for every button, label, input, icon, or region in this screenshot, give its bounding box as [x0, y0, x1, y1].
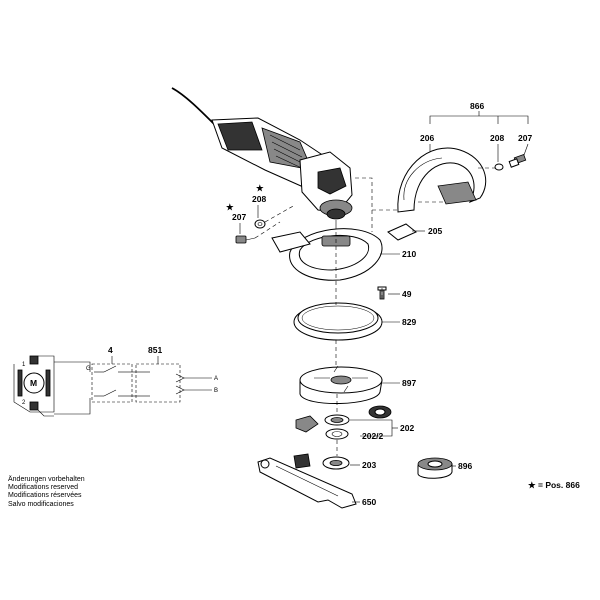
power-cord	[171, 87, 216, 126]
label-829: 829	[402, 317, 416, 327]
label-851: 851	[148, 345, 162, 355]
note-fr: Modifications réservées	[8, 492, 82, 500]
clamping-nut-203	[293, 453, 350, 470]
label-206: 206	[420, 133, 434, 143]
note-es: Salvo modificaciones	[8, 500, 74, 508]
label-203: 203	[362, 460, 376, 470]
auxiliary-handle	[397, 147, 487, 213]
star-icon: ★	[528, 480, 536, 490]
leader-lines	[239, 111, 529, 503]
flange-parts	[295, 405, 392, 440]
label-207-left: 207	[232, 212, 246, 222]
label-205: 205	[428, 226, 442, 236]
star-icon: ★	[226, 202, 235, 212]
wiring-schematic: M 1 2 G	[13, 345, 218, 417]
svg-text:2: 2	[22, 400, 26, 406]
label-208-left: 208	[252, 194, 266, 204]
assembly-lines	[254, 167, 495, 456]
label-plate	[387, 223, 417, 241]
spanner-650	[257, 457, 357, 509]
svg-text:1: 1	[22, 362, 26, 368]
motor-symbol	[23, 372, 45, 394]
terminal-g-label: G	[86, 366, 91, 372]
star-icon: ★	[256, 183, 265, 193]
star-markers: ★ ★	[226, 183, 265, 212]
grinder-body	[211, 117, 353, 232]
top-screw-set	[494, 153, 527, 171]
label-866: 866	[470, 101, 484, 111]
part-number-labels: 866 206 208 207 208 207 205 210 49 829 8…	[232, 101, 532, 507]
modification-notes: Änderungen vorbehalten Modifications res…	[8, 476, 85, 509]
nut-896	[417, 457, 453, 479]
legend-text: = Pos. 866	[538, 480, 580, 490]
motor-label: M	[30, 378, 37, 388]
label-202: 202	[400, 423, 414, 433]
protective-guard	[271, 228, 383, 281]
label-210: 210	[402, 249, 416, 259]
terminal-a-label: A	[214, 376, 218, 382]
note-en: Modifications reserved	[8, 484, 79, 492]
label-4: 4	[108, 345, 113, 355]
label-208-top: 208	[490, 133, 504, 143]
backing-pad-897	[299, 365, 383, 405]
label-202-2: 202/2	[362, 431, 384, 441]
label-896: 896	[458, 461, 472, 471]
left-screw-set	[235, 219, 266, 244]
note-de: Änderungen vorbehalten	[8, 476, 85, 483]
label-207-top: 207	[518, 133, 532, 143]
label-650: 650	[362, 497, 376, 507]
label-897: 897	[402, 378, 416, 388]
terminal-b-label: B	[214, 388, 218, 394]
ring-829	[293, 302, 383, 341]
star-legend: ★ = Pos. 866	[528, 480, 580, 491]
label-49: 49	[402, 289, 412, 299]
